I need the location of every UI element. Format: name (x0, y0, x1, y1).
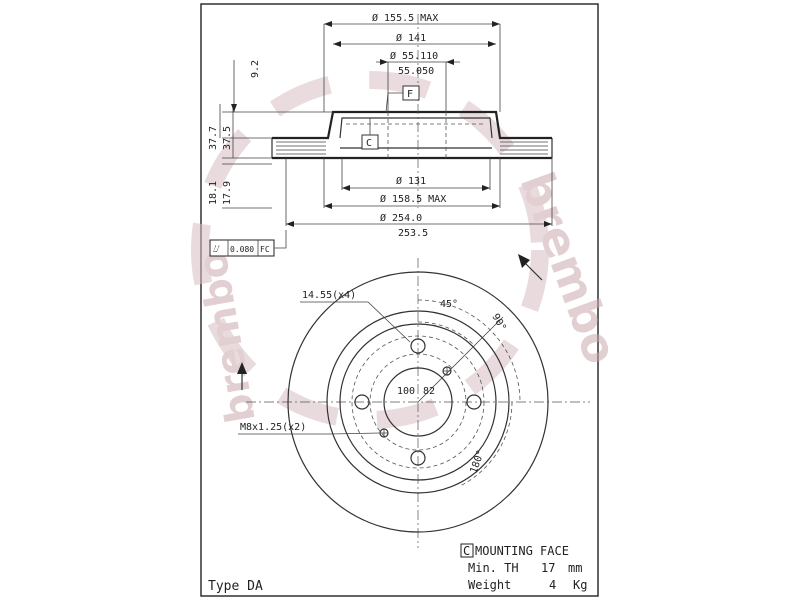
dim-diameter-155-5-max: Ø 155.5 MAX (372, 12, 438, 24)
tolerance-datum: FC (260, 245, 270, 254)
datum-f-label: F (407, 89, 413, 100)
drawing-frame (200, 3, 599, 597)
min-th-value: 17 (541, 561, 555, 575)
dim-diameter-254-0: Ø 254.0 (380, 212, 422, 224)
label-angle-90: 90° (489, 312, 508, 333)
dim-height-37-5: 37.5 (222, 126, 233, 150)
front-view: 14.55(x4) M8x1.25(x2) 45° 90° 180° 100 8… (237, 254, 590, 548)
dim-height-37-7: 37.7 (208, 126, 219, 150)
dim-height-17-9: 17.9 (222, 181, 233, 205)
stud-hole-right (466, 394, 482, 410)
label-thread-holes: M8x1.25(x2) (240, 422, 306, 433)
weight-unit: Kg (573, 578, 587, 592)
svg-text:brembo: brembo (510, 165, 629, 371)
label-angle-180: 180° (468, 449, 487, 475)
label-stud-holes: 14.55(x4) (302, 290, 356, 301)
type-label: Type DA (208, 579, 263, 594)
dim-diameter-141: Ø 141 (396, 32, 426, 44)
mounting-face-label: MOUNTING FACE (475, 544, 569, 558)
dim-height-18-1: 18.1 (208, 181, 219, 205)
datum-c-label: C (366, 138, 372, 149)
min-th-unit: mm (568, 561, 582, 575)
stud-hole-top (410, 338, 426, 354)
stud-hole-bottom (410, 450, 426, 466)
notes-block: C MOUNTING FACE Min. TH 17 mm Weight 4 K… (208, 543, 587, 594)
weight-label: Weight (468, 578, 511, 592)
min-th-label: Min. TH (468, 561, 519, 575)
dim-55-050: 55.050 (398, 66, 434, 77)
tolerance-symbol: ⌰ (213, 244, 220, 255)
stud-hole-left (354, 394, 370, 410)
label-pcd-100: 100 (397, 386, 415, 397)
dim-diameter-131: Ø 131 (396, 175, 426, 187)
dim-diameter-158-5-max: Ø 158.5 MAX (380, 193, 446, 205)
mounting-face-symbol: C (463, 544, 470, 558)
dim-diameter-55-110: Ø 55.110 (390, 50, 438, 62)
label-pcd-82: 82 (423, 386, 435, 397)
dim-height-9-2: 9.2 (250, 60, 261, 78)
rotation-arrow-left-icon (237, 362, 247, 374)
label-angle-45: 45° (440, 299, 458, 310)
tolerance-value: 0.080 (230, 245, 254, 254)
rotation-arrow-right-icon (518, 254, 530, 268)
weight-value: 4 (549, 578, 556, 592)
section-view: F C Ø 155.5 MAX Ø 141 Ø 55.110 55.050 9.… (208, 12, 553, 239)
tolerance-frame: ⌰ 0.080 FC (209, 230, 287, 257)
dim-253-5: 253.5 (398, 228, 428, 239)
